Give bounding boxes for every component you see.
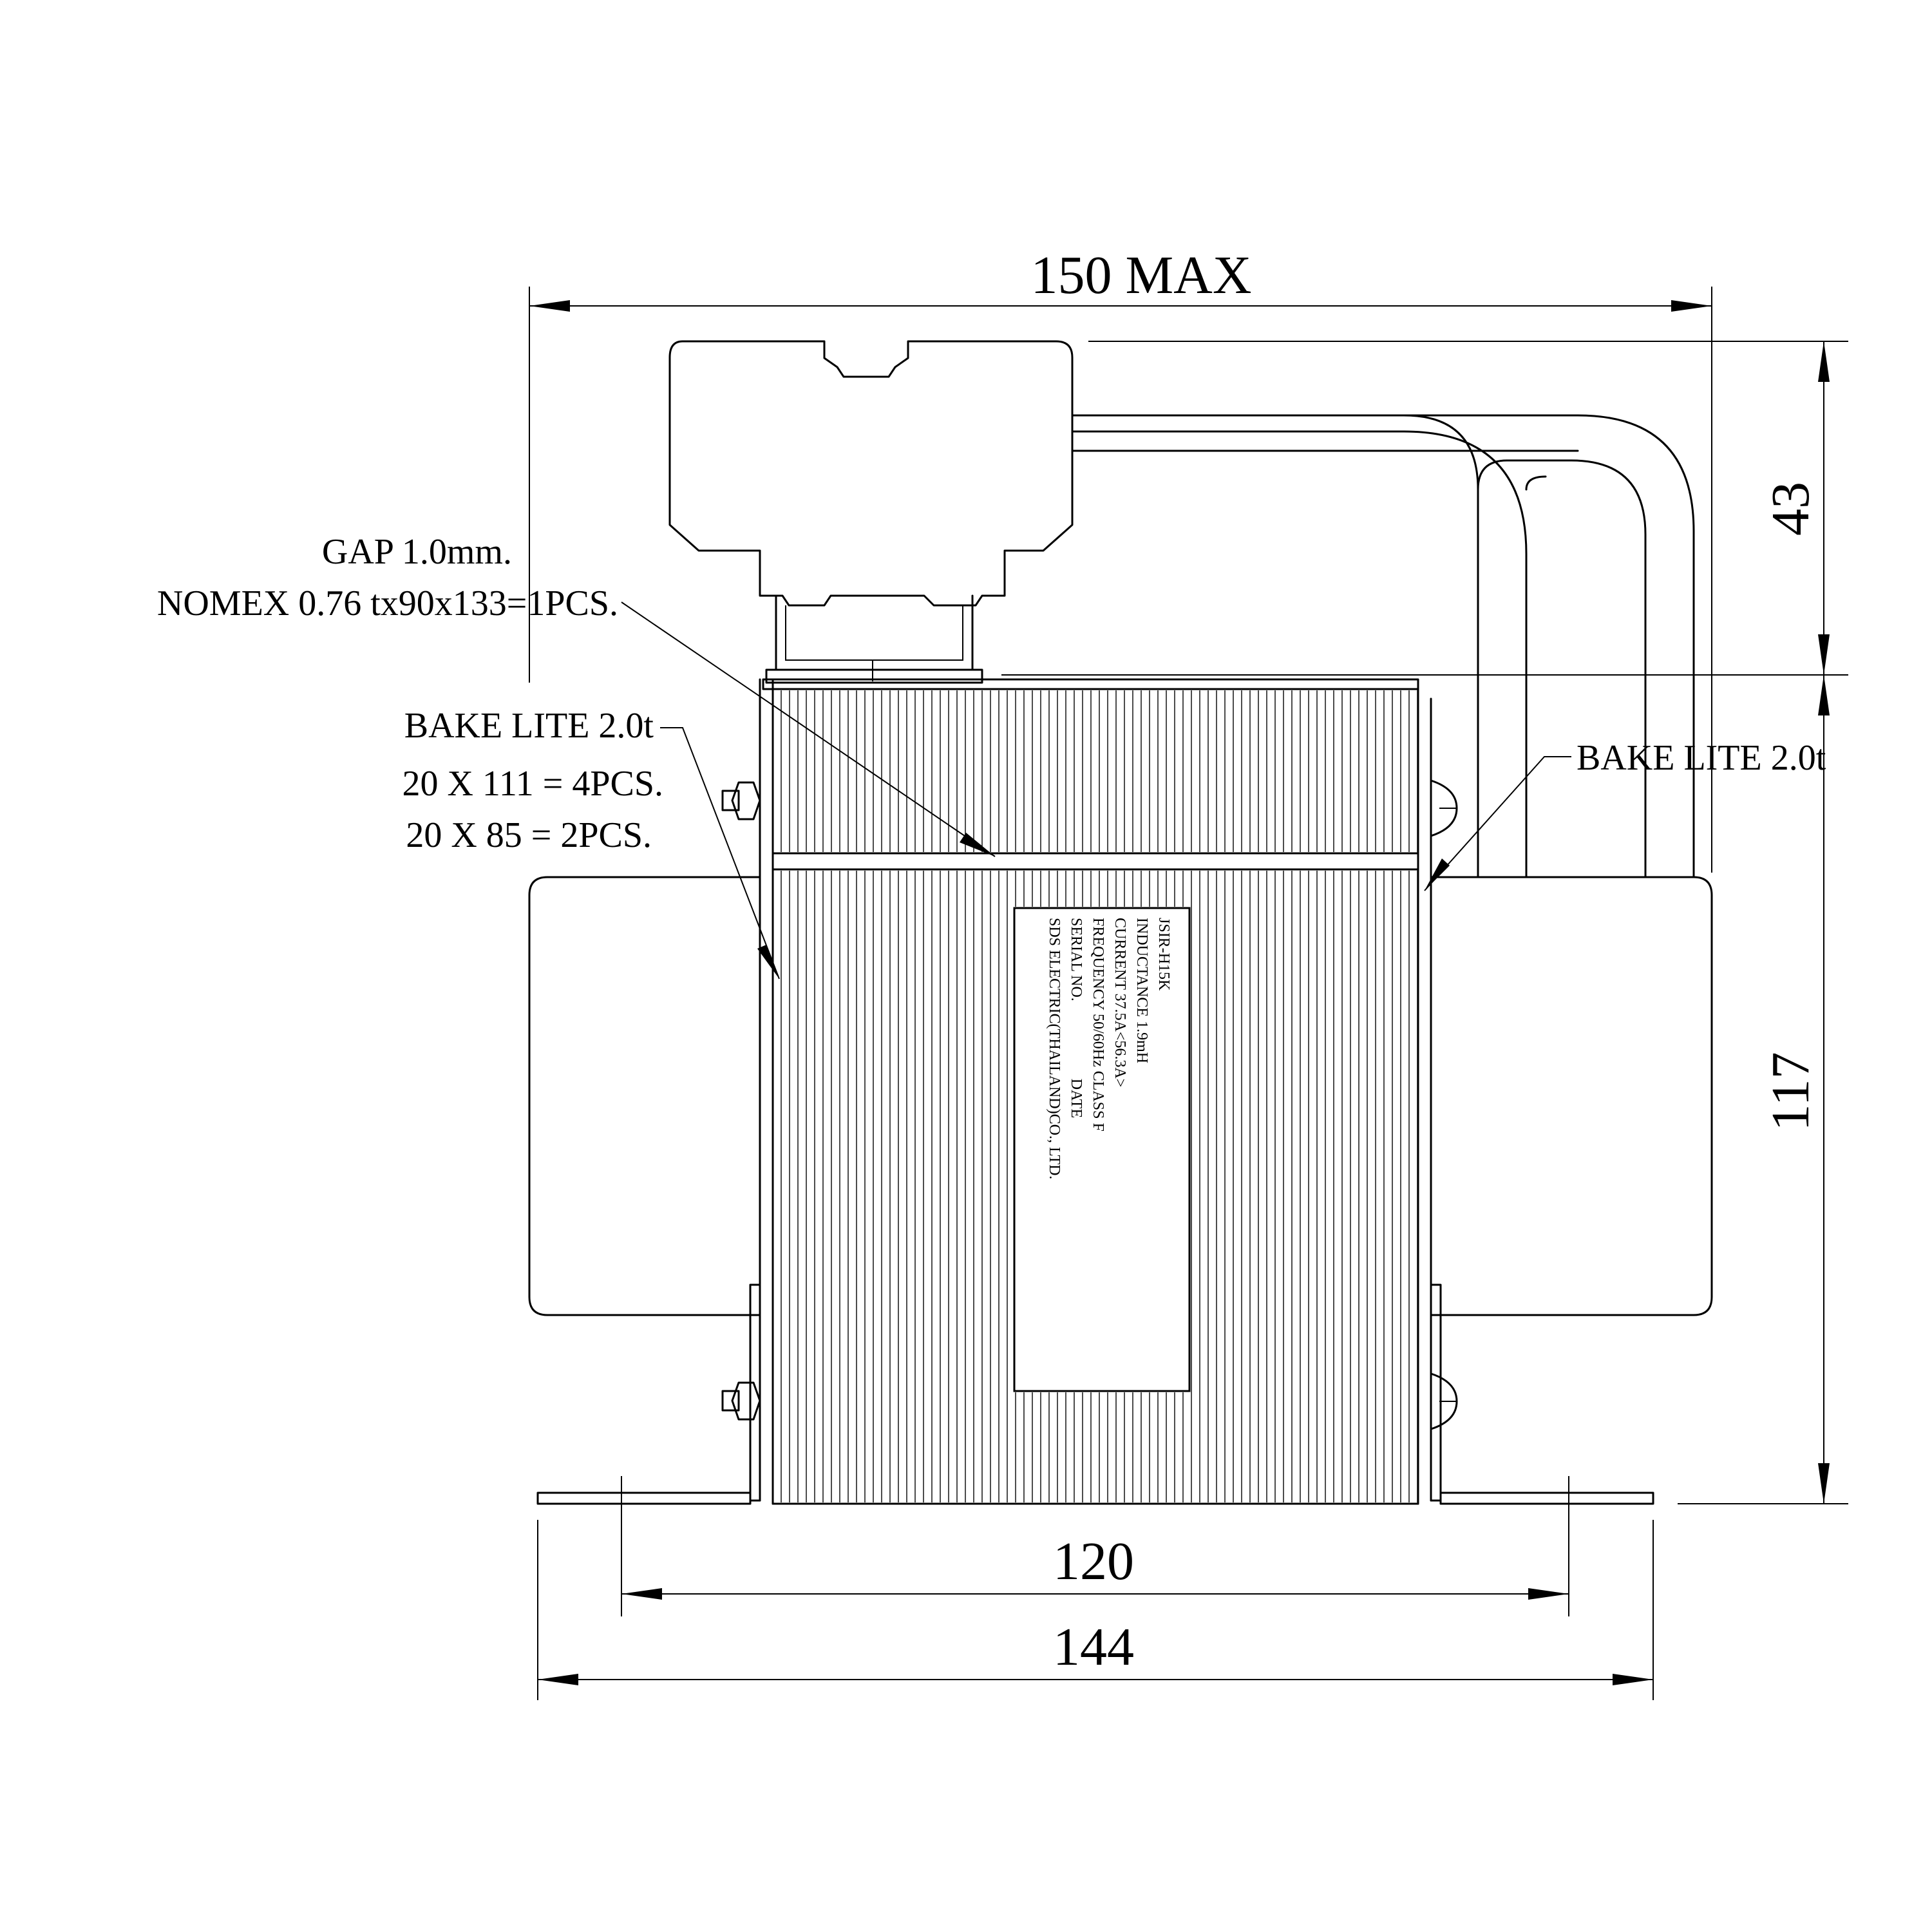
base-plate (536, 1476, 1654, 1520)
core-laminations (781, 871, 1418, 1502)
yoke-laminations (781, 690, 1418, 852)
right-coil (1430, 876, 1713, 1316)
terminal-block (668, 340, 1074, 684)
dim-body-height-label: 117 (1761, 1052, 1821, 1132)
left-coil (528, 876, 761, 1316)
nameplate-current: CURRENT 37.5A<56.3A> (1112, 918, 1128, 1087)
dim-base-width-label: 144 (1053, 1617, 1134, 1677)
callout-gap-line2: NOMEX 0.76 tx90x133=1PCS. (157, 583, 618, 623)
bolt-right-lower (1430, 1372, 1458, 1430)
dim-mounting-pitch-label: 120 (1053, 1531, 1134, 1591)
lead-wires (1071, 414, 1695, 878)
nameplate-maker: SDS ELECTRIC(THAILAND)CO., LTD. (1046, 918, 1063, 1179)
dimension-overall-width: 150 MAX (529, 245, 1712, 873)
side-clamps (721, 678, 1458, 1505)
callout-bakelite-left-2: 20 X 111 = 4PCS. (402, 764, 663, 804)
nameplate-model: JSIR-H15K (1155, 918, 1172, 991)
dimension-terminal-height: 43 (1001, 341, 1848, 676)
bolt-right-upper (1430, 779, 1458, 837)
callout-gap: GAP 1.0mm. NOMEX 0.76 tx90x133=1PCS. (157, 532, 996, 857)
top-yoke (762, 678, 1419, 871)
callout-gap-line1: GAP 1.0mm. (322, 532, 512, 572)
dim-terminal-height-label: 43 (1761, 482, 1821, 536)
callout-bakelite-left-1: BAKE LITE 2.0t (404, 706, 654, 746)
callout-bakelite-left: BAKE LITE 2.0t 20 X 111 = 4PCS. 20 X 85 … (402, 706, 780, 980)
nameplate: JSIR-H15K INDUCTANCE 1.9mH CURRENT 37.5A… (1013, 907, 1191, 1392)
core-body (772, 868, 1419, 1505)
callout-bakelite-right-label: BAKE LITE 2.0t (1577, 738, 1826, 778)
callout-bakelite-left-3: 20 X 85 = 2PCS. (406, 815, 652, 855)
bolt-left-upper (721, 781, 761, 820)
nameplate-serial: SERIAL NO. DATE (1068, 918, 1084, 1118)
nameplate-frequency: FREQUENCY 50/60Hz CLASS F (1090, 918, 1106, 1132)
nameplate-inductance: INDUCTANCE 1.9mH (1133, 918, 1150, 1063)
callout-bakelite-right: BAKE LITE 2.0t (1424, 738, 1826, 891)
dimension-mounting-pitch: 120 (621, 1520, 1569, 1616)
dimension-body-height: 117 (1678, 675, 1848, 1504)
dimension-base-width: 144 (537, 1520, 1654, 1700)
coils (528, 876, 1713, 1316)
dim-overall-width-label: 150 MAX (1030, 245, 1251, 305)
bolt-left-lower (721, 1381, 761, 1421)
